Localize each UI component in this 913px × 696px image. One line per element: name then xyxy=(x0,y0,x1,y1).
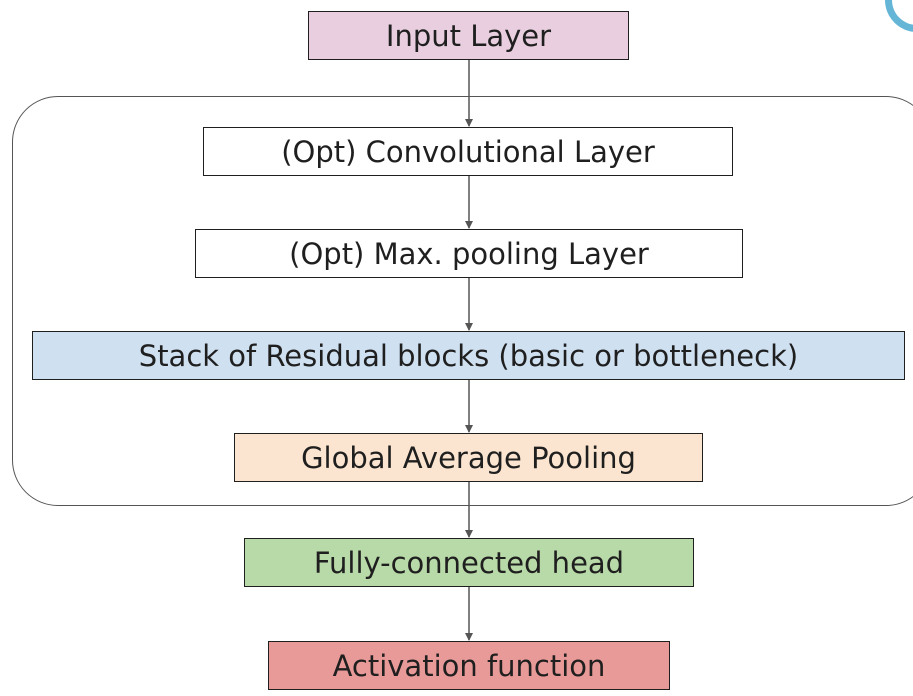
max-pooling-layer-node: (Opt) Max. pooling Layer xyxy=(195,229,743,278)
residual-blocks-node: Stack of Residual blocks (basic or bottl… xyxy=(32,331,905,380)
convolutional-layer-node: (Opt) Convolutional Layer xyxy=(203,127,733,176)
input-layer-node: Input Layer xyxy=(308,11,629,60)
fully-connected-head-node: Fully-connected head xyxy=(244,538,694,587)
global-average-pooling-node: Global Average Pooling xyxy=(234,433,703,482)
activation-function-node: Activation function xyxy=(268,641,670,690)
backbone-group xyxy=(12,96,913,506)
